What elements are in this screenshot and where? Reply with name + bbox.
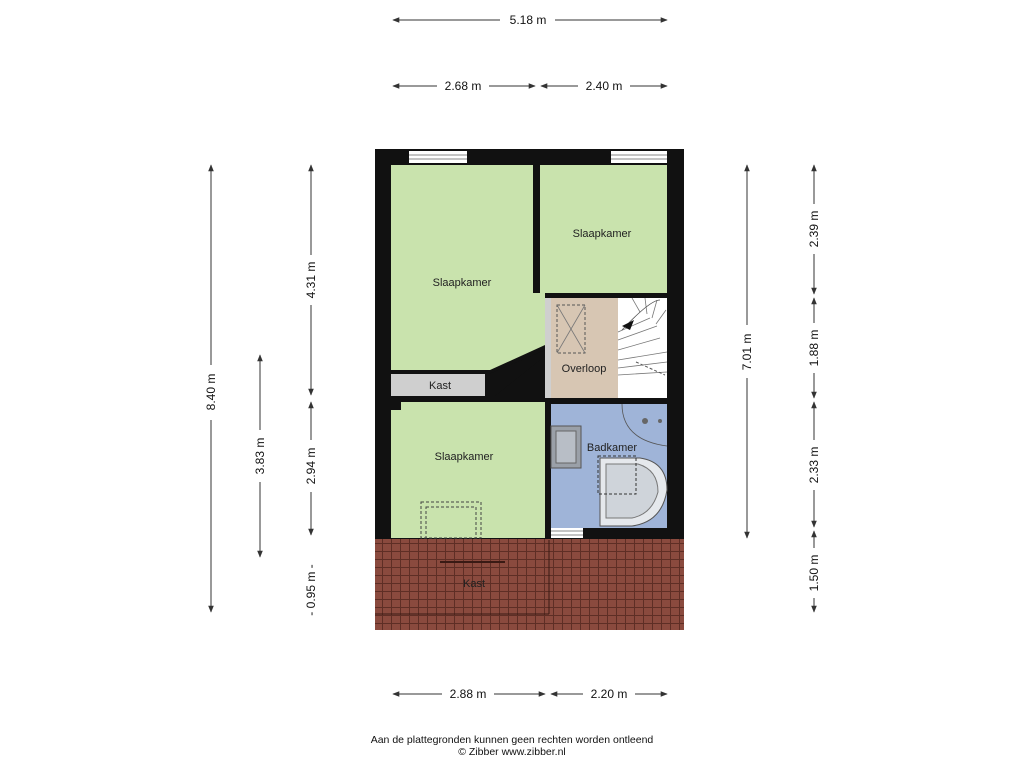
bedroom-top-right — [540, 165, 667, 293]
dimension-left-lower: 2.94 m — [304, 401, 318, 536]
dimension-right-1: 2.39 m — [807, 164, 821, 295]
sink — [550, 425, 582, 469]
diagonal-wall — [489, 350, 545, 396]
dimension-label: 7.01 m — [740, 334, 754, 371]
footer-copyright: © Zibber www.zibber.nl — [458, 746, 566, 758]
dimension-label: 1.88 m — [807, 330, 821, 367]
room-label-landing: Overloop — [562, 363, 607, 375]
dimension-left-total: 8.40 m — [204, 164, 218, 613]
dimension-label: 5.18 m — [510, 13, 547, 27]
dimension-left-mid: 3.83 m — [253, 354, 267, 558]
closet-upper — [391, 374, 485, 396]
bathtub — [597, 455, 668, 527]
room-label-closet-1: Kast — [429, 380, 451, 392]
dimension-bottom-left: 2.88 m — [392, 687, 546, 701]
dimension-label: 2.94 m — [304, 448, 318, 485]
landing-wall-strip — [545, 298, 551, 398]
footer-disclaimer: Aan de plattegronden kunnen geen rechten… — [370, 734, 654, 746]
dimension-label: 2.20 m — [591, 687, 628, 701]
bathroom-window — [551, 528, 583, 538]
room-label-bedroom-3: Slaapkamer — [435, 451, 494, 463]
dimension-right-4: 1.50 m — [807, 530, 821, 613]
room-label-closet-2: Kast — [463, 578, 485, 590]
dimension-label: 2.33 m — [807, 447, 821, 484]
dimension-label: 2.88 m — [450, 687, 487, 701]
dimension-top-left: 2.68 m — [392, 79, 536, 93]
staircase — [617, 297, 668, 398]
dimension-right-3: 2.33 m — [807, 401, 821, 528]
bedroom-bottom-left — [391, 402, 545, 538]
dimension-label: - 0.95 m - — [304, 564, 318, 615]
dimension-right-total: 7.01 m — [740, 164, 754, 539]
window-top-right — [611, 151, 667, 163]
dimension-label: 3.83 m — [253, 438, 267, 475]
dimension-label: 8.40 m — [204, 374, 218, 411]
dimension-label: 4.31 m — [304, 262, 318, 299]
window-top-left — [409, 151, 467, 163]
wall-stub — [391, 402, 401, 410]
room-label-bathroom: Badkamer — [587, 442, 637, 454]
bathroom-wall-bottom — [588, 533, 667, 539]
skylight-hatch — [556, 304, 586, 354]
dimension-label: 2.40 m — [586, 79, 623, 93]
dimension-label: 2.68 m — [445, 79, 482, 93]
bedroom-top-left — [391, 165, 545, 370]
dimension-label: 1.50 m — [807, 555, 821, 592]
dimension-top-total: 5.18 m — [392, 13, 668, 27]
dimension-left-bottom: - 0.95 m - — [304, 564, 318, 615]
dimension-left-upper: 4.31 m — [304, 164, 318, 396]
dimension-top-right: 2.40 m — [540, 79, 668, 93]
roof-tiles — [375, 539, 684, 630]
shower — [621, 403, 668, 447]
dimension-bottom-right: 2.20 m — [550, 687, 668, 701]
room-label-bedroom-1: Slaapkamer — [433, 277, 492, 289]
dimension-label: 2.39 m — [807, 211, 821, 248]
dimension-right-2: 1.88 m — [807, 297, 821, 399]
room-label-bedroom-2: Slaapkamer — [573, 228, 632, 240]
built-in-cabinet — [420, 501, 482, 539]
